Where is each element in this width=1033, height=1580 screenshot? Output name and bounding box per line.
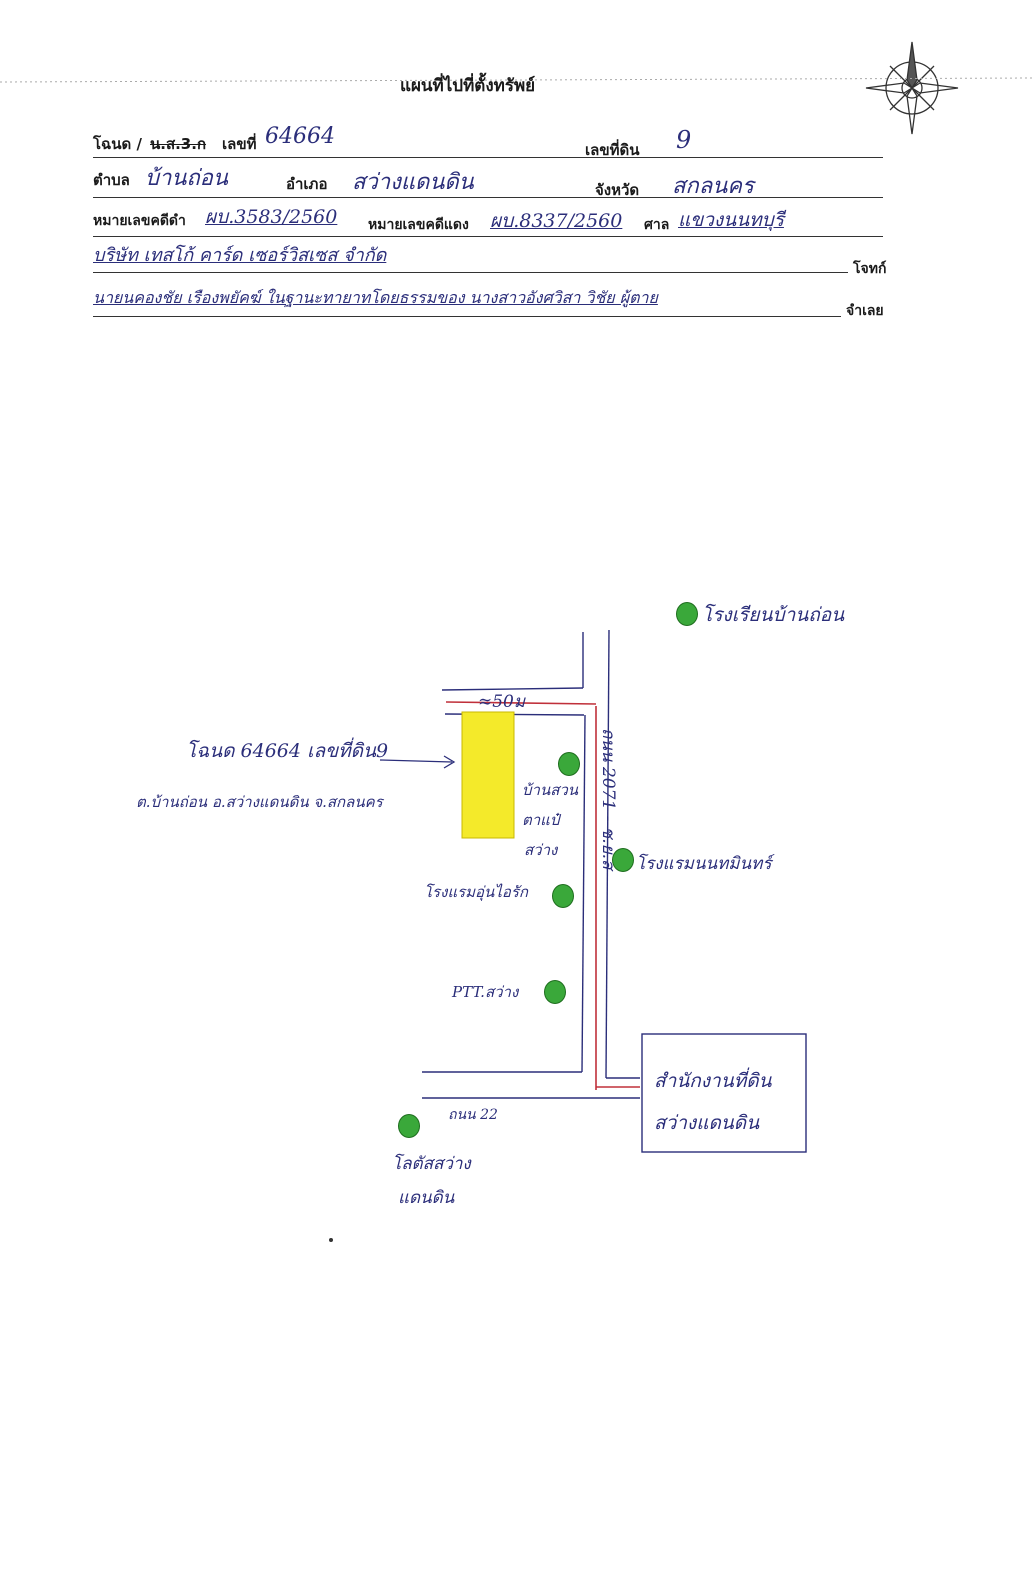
ink-dot: [329, 1238, 333, 1242]
province-value: สกลนคร: [672, 174, 754, 199]
road-2071-edge-left: [581, 714, 586, 1073]
form-rule-3: [93, 236, 883, 237]
school-marker: [676, 602, 698, 626]
road-2071-edge-right: [605, 629, 610, 1079]
form-rule-4: [93, 272, 848, 273]
deed-label: โฉนด /: [93, 135, 142, 153]
red-case-value: ผบ.8337/2560: [490, 210, 623, 232]
property-plot: [461, 711, 515, 839]
lotus-label-1: โลตัสสว่าง: [392, 1154, 471, 1174]
road-22-label: ถนน 22: [448, 1107, 498, 1123]
school-label: โรงเรียนบ้านถ่อน: [702, 604, 845, 626]
lotus-label-2: แดนดิน: [398, 1188, 455, 1208]
deed-struck-type: น.ส.3.ก: [150, 135, 207, 153]
district-label: อำเภอ: [286, 175, 328, 193]
hotel-ruen-marker: [552, 884, 574, 908]
house-label-3: สว่าง: [524, 841, 558, 859]
defendant-label: จำเลย: [846, 303, 884, 319]
red-case-label: หมายเลขคดีแดง: [368, 217, 469, 233]
deed-no-label: เลขที่: [222, 135, 257, 153]
province-label: จังหวัด: [595, 181, 640, 199]
house-label-1: บ้านสวน: [522, 781, 579, 799]
ptt-label: PTT.สว่าง: [452, 983, 519, 1001]
form-rule-5: [93, 316, 841, 317]
form-rule-2: [93, 197, 883, 198]
page-title: แผนที่ไปที่ตั้งทรัพย์: [400, 76, 536, 96]
arrow-head-icon: [443, 755, 456, 769]
subdistrict-value: บ้านถ่อน: [145, 166, 228, 191]
subdistrict-label: ตำบล: [93, 171, 130, 189]
defendant-value: นายนคองชัย เรืองพยัคฆ์ ในฐานะทายาทโดยธรร…: [93, 288, 658, 307]
side-road-top-edge: [441, 687, 584, 691]
hotel-ruen-label: โรงแรมอุ่นไอรัก: [424, 883, 529, 901]
district-value: สว่างแดนดิน: [352, 170, 474, 195]
route-line-side: [445, 701, 597, 705]
plot-location-label: ต.บ้านถ่อน อ.สว่างแดนดิน จ.สกลนคร: [136, 793, 383, 811]
plaintiff-value: บริษัท เทสโก้ คาร์ด เซอร์วิสเซส จำกัด: [93, 245, 387, 266]
plot-pointer-arrow: [379, 759, 453, 763]
land-office-label-2: สว่างแดนดิน: [654, 1112, 760, 1134]
land-office-label-1: สำนักงานที่ดิน: [654, 1070, 772, 1092]
black-case-label: หมายเลขคดีดำ: [93, 213, 186, 229]
court-value: แขวงนนทบุรี: [678, 209, 784, 231]
hotel-nonthamin-label: โรงแรมนนทมินทร์: [636, 854, 772, 874]
land-no-value: 9: [676, 126, 692, 154]
distance-label: ≈50ม: [478, 692, 526, 712]
plaintiff-label: โจทก์: [853, 261, 887, 277]
ptt-marker: [544, 980, 566, 1004]
land-no-label: เลขที่ดิน: [585, 141, 640, 159]
lotus-marker: [398, 1114, 420, 1138]
house-marker: [558, 752, 580, 776]
hotel-nonthamin-marker: [612, 848, 634, 872]
house-label-2: ตาแป๋: [522, 811, 560, 829]
deed-no-value: 64664: [265, 124, 335, 149]
form-rule-1: [93, 157, 883, 158]
plot-deed-label: โฉนด 64664 เลขที่ดิน9: [186, 740, 389, 762]
land-office-box: [641, 1033, 807, 1153]
court-label: ศาล: [644, 217, 670, 233]
black-case-value: ผบ.3583/2560: [205, 206, 338, 228]
